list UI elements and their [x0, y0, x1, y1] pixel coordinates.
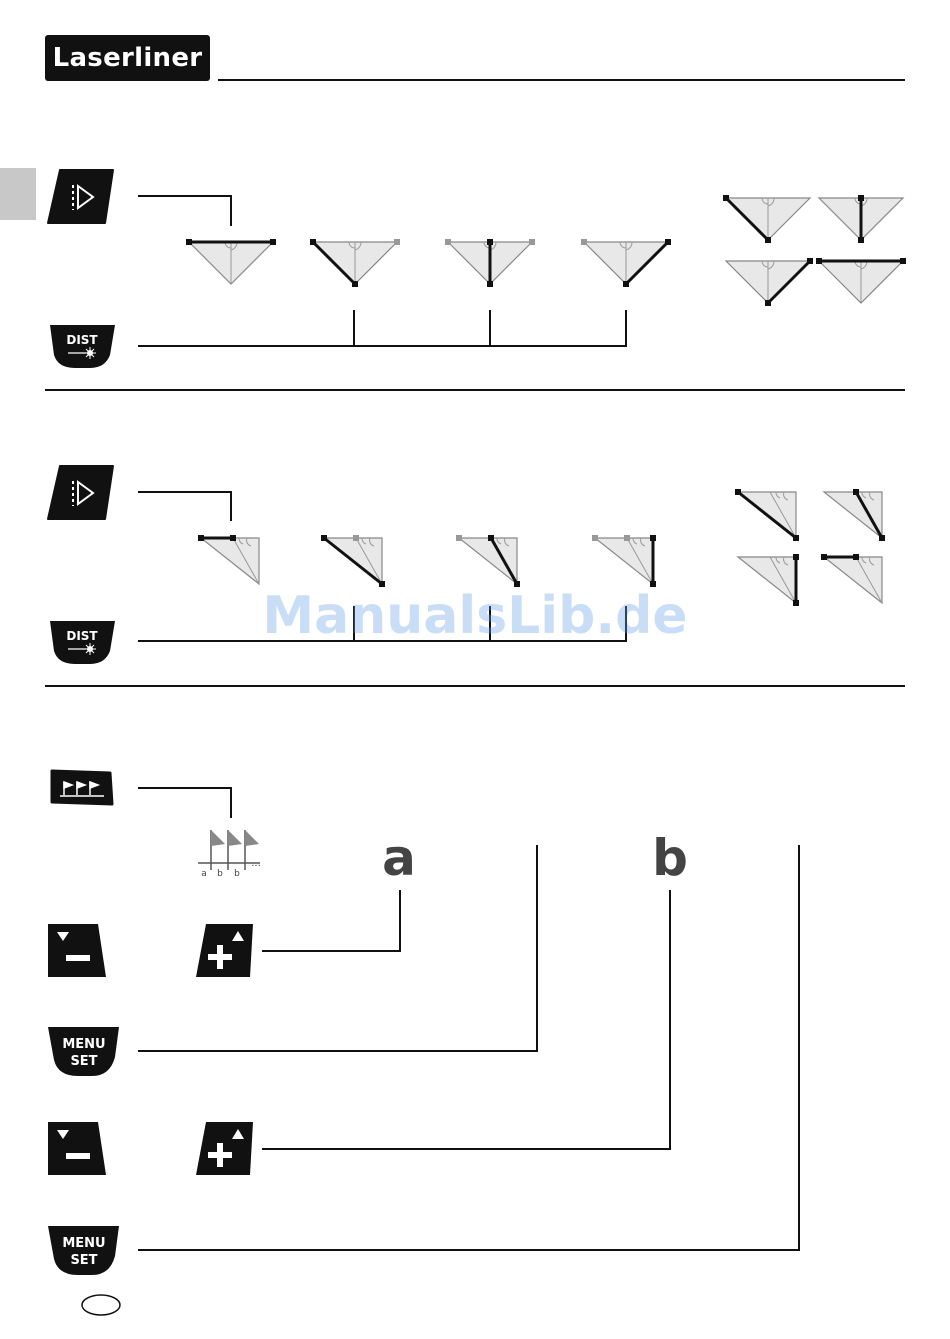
- triangle-measure-icon: [726, 258, 813, 306]
- dist-button-2[interactable]: DIST: [50, 621, 115, 664]
- triangle-measure-icon: [738, 554, 799, 606]
- minus-icon: [66, 955, 90, 961]
- stakeout-flags-icon: a b b ...: [198, 830, 261, 879]
- triangle-measure-icon: [735, 489, 799, 541]
- stakeout-button[interactable]: [52, 771, 112, 804]
- triangle-measure-icon: [198, 535, 259, 584]
- triangle-measure-icon: [321, 535, 385, 587]
- minus-icon: [66, 1153, 90, 1159]
- minus-button-2[interactable]: [48, 1122, 106, 1175]
- connector: [138, 310, 626, 346]
- triangle-measure-icon: [723, 195, 810, 243]
- connector: [138, 492, 231, 521]
- connector: [138, 845, 537, 1051]
- country-oval-icon: [82, 1295, 120, 1315]
- triangle-measure-icon: [819, 195, 903, 243]
- triangle-measure-icon: [186, 239, 276, 284]
- triangle-measure-icon: [816, 258, 906, 303]
- triangle-measure-icon: [581, 239, 671, 287]
- dist-button-1[interactable]: DIST: [50, 325, 115, 368]
- connector: [138, 788, 231, 818]
- dist-label: DIST: [66, 333, 98, 347]
- triangle-measure-icon: [824, 489, 885, 541]
- triangle-measure-icon: [445, 239, 535, 287]
- minus-button-1[interactable]: [48, 924, 106, 977]
- plus-button-2[interactable]: [196, 1122, 253, 1175]
- flag-label: ...: [251, 858, 261, 869]
- point-label-a: a: [382, 829, 416, 887]
- dist-label: DIST: [66, 629, 98, 643]
- plus-button-1[interactable]: [196, 924, 253, 977]
- menu-set-button-2[interactable]: MENU SET: [48, 1226, 119, 1275]
- set-label: SET: [70, 1054, 97, 1069]
- menu-label: MENU: [62, 1037, 105, 1052]
- flag-label: a: [201, 869, 207, 879]
- connector: [138, 606, 626, 641]
- triangle-measure-icon: [821, 554, 882, 603]
- point-label-b: b: [652, 829, 688, 887]
- triangle-measure-icon: [592, 535, 656, 587]
- connector: [262, 890, 400, 951]
- connector: [138, 845, 799, 1250]
- connector: [138, 196, 231, 226]
- triangle-measure-icon: [456, 535, 520, 587]
- function-button-1[interactable]: [48, 170, 113, 223]
- set-label: SET: [70, 1253, 97, 1268]
- flag-label: b: [234, 869, 240, 879]
- triangle-measure-icon: [310, 239, 400, 287]
- menu-set-button-1[interactable]: MENU SET: [48, 1027, 119, 1076]
- function-button-2[interactable]: [48, 466, 113, 519]
- connector: [262, 890, 670, 1149]
- menu-label: MENU: [62, 1236, 105, 1251]
- flag-label: b: [217, 869, 223, 879]
